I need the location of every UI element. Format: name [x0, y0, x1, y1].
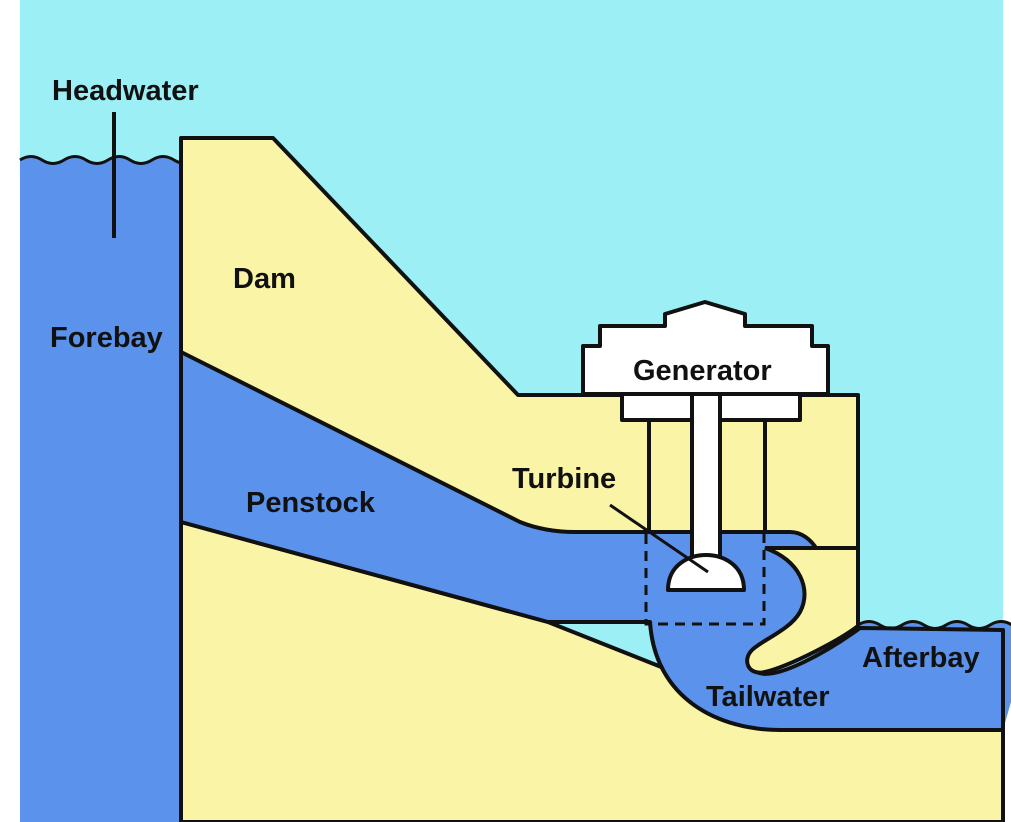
turbine-leader-line	[609, 503, 709, 574]
headwater-label: Headwater	[52, 75, 199, 107]
turbine-label: Turbine	[512, 463, 616, 495]
dam-label: Dam	[233, 263, 296, 295]
generator	[581, 300, 830, 396]
afterbay-label: Afterbay	[862, 642, 980, 674]
turbine-shaft	[690, 392, 722, 566]
draft-tube-pier	[745, 546, 860, 675]
forebay-label: Forebay	[50, 322, 163, 354]
headwater-surface	[19, 155, 202, 165]
forebay-water	[20, 156, 201, 822]
generator-label: Generator	[633, 355, 772, 387]
tailwater-label: Tailwater	[706, 681, 830, 713]
penstock-label: Penstock	[246, 487, 376, 519]
turbine-runner	[666, 553, 746, 592]
